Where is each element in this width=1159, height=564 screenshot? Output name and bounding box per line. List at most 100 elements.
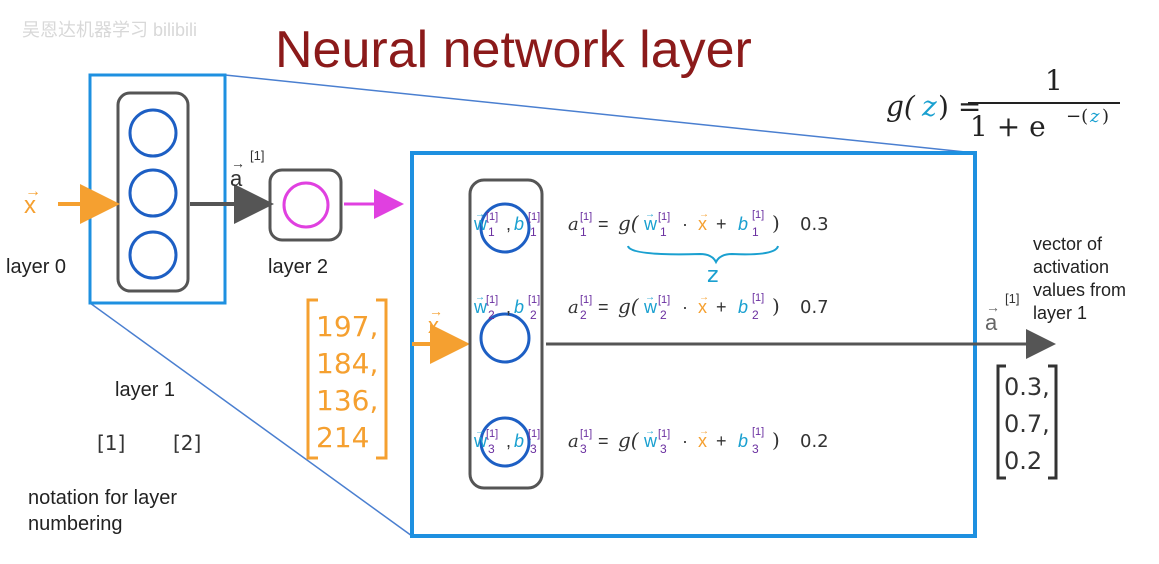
unit-2-eq-w-subscript: 2 [660,308,667,322]
unit-1-eq-w-arrow: → [645,209,655,220]
a1-superscript: [1] [250,148,264,163]
unit-2-w-superscript: [1] [486,294,498,306]
unit-3-w-symbol: w [473,431,488,451]
formula-exp-close: ) [1102,106,1109,127]
unit-3-eq-x-symbol: x [698,431,707,451]
output-vector-value-1: 0.3, [1004,373,1050,401]
unit-1-eq-b-subscript: 1 [752,225,759,239]
unit-1-param-comma: , [506,214,511,234]
unit-2-eq-w-arrow: → [645,292,655,303]
unit-2-plus: + [716,297,727,317]
unit-2-param-comma: , [506,297,511,317]
unit-3-eq-w-arrow: → [645,426,655,437]
unit-3-eq-w-symbol: w [643,431,658,451]
unit-2-close-paren: ) [772,294,780,318]
formula-exp-z: z [1089,106,1100,127]
input-vector-bracket-left [306,298,318,460]
input-vector-value-3: 136, [316,384,378,417]
unit-1-a-symbol: a [568,214,579,235]
unit-3-plus: + [716,431,727,451]
zoom-neuron-1 [479,202,531,254]
unit-3-b-symbol: b [514,431,524,451]
unit-2-w-symbol: w [473,297,488,317]
unit-2-eq-w-symbol: w [643,297,658,317]
output-vector-bracket-right [1048,364,1058,480]
zoom-neuron-3 [479,416,531,468]
unit-3-eq-b-superscript: [1] [752,426,764,438]
unit-3-g-open: g( [618,428,640,452]
input-x-label: x [24,192,36,219]
unit-1-eq-b-superscript: [1] [752,209,764,221]
layer0-label: layer 0 [6,256,66,278]
unit-2-dot: · [682,297,688,317]
unit-1-eq-w-superscript: [1] [658,211,670,223]
unit-2-eq-w-superscript: [1] [658,294,670,306]
input-vector-value-2: 184, [316,347,378,380]
unit-1-eq-w-subscript: 1 [660,225,667,239]
layer2-box [268,168,343,242]
unit-3-activation-value: 0.2 [800,431,829,452]
unit-1-plus: + [716,214,727,234]
unit-3-eq-w-subscript: 3 [660,442,667,456]
unit-3-a-subscript: 3 [580,442,587,456]
layer1-neuron-1 [128,108,178,158]
output-vector-bracket-left [996,364,1006,480]
unit-2-w-arrow: → [475,292,485,303]
zoom-line-bottom [89,302,413,537]
unit-1-activation-value: 0.3 [800,214,829,235]
unit-1-g-open: g( [618,211,640,235]
layer1-neuron-2 [128,168,178,218]
unit-1-a-subscript: 1 [580,225,587,239]
unit-1-a-superscript: [1] [580,211,592,223]
unit-1-equals: = [598,214,609,234]
unit-1-b-superscript: [1] [528,211,540,223]
output-desc-line-4: layer 1 [1033,303,1087,323]
watermark: 吴恩达机器学习 bilibili [22,20,197,40]
unit-2-w-subscript: 2 [488,308,495,322]
output-desc-line-3: values from [1033,280,1126,300]
input-vector: 197, 184, 136, 214 [306,298,388,460]
layer2-neuron [282,181,330,229]
output-a-vector-arrow: → [986,299,1000,315]
unit-3-close-paren: ) [772,428,780,452]
unit-3-dot: · [682,431,688,451]
output-a-label: a [985,310,998,335]
unit-1-eq-x-symbol: x [698,214,707,234]
unit-3-eq-b-symbol: b [738,431,748,451]
unit-1-eq-x-arrow: → [699,209,709,220]
output-desc-line-2: activation [1033,257,1109,277]
unit-2-equals: = [598,297,609,317]
output-desc-line-1: vector of [1033,234,1103,254]
unit-2-g-open: g( [618,294,640,318]
output-vector: 0.3, 0.7, 0.2 [996,364,1058,480]
unit-2-activation-value: 0.7 [800,297,829,318]
unit-1-w-symbol: w [473,214,488,234]
unit-2-eq-x-symbol: x [698,297,707,317]
unit-3-w-superscript: [1] [486,428,498,440]
formula-exp-open: −( [1066,106,1088,127]
unit-2-a-subscript: 2 [580,308,587,322]
bracket-1-label: [1] [97,431,125,455]
zoom-neuron-2 [479,312,531,364]
a1-label: a [230,166,243,191]
unit-1-b-subscript: 1 [530,225,537,239]
notation-line-2: numbering [28,513,123,535]
unit-3-eq-w-superscript: [1] [658,428,670,440]
formula-close: ) = [938,90,981,123]
unit-2-eq-b-symbol: b [738,297,748,317]
formula-z: z [921,90,937,123]
unit-2-b-symbol: b [514,297,524,317]
layer1-box [116,91,190,293]
bracket-2-label: [2] [173,431,201,455]
unit-1-close-paren: ) [772,211,780,235]
unit-1-eq-w-symbol: w [643,214,658,234]
unit-3-eq-b-subscript: 3 [752,442,759,456]
page-title: Neural network layer [275,21,752,79]
input-vector-value-4: 214 [316,421,369,454]
unit-3-a-superscript: [1] [580,428,592,440]
layer2-label: layer 2 [268,256,328,278]
z-underbrace [627,245,779,265]
